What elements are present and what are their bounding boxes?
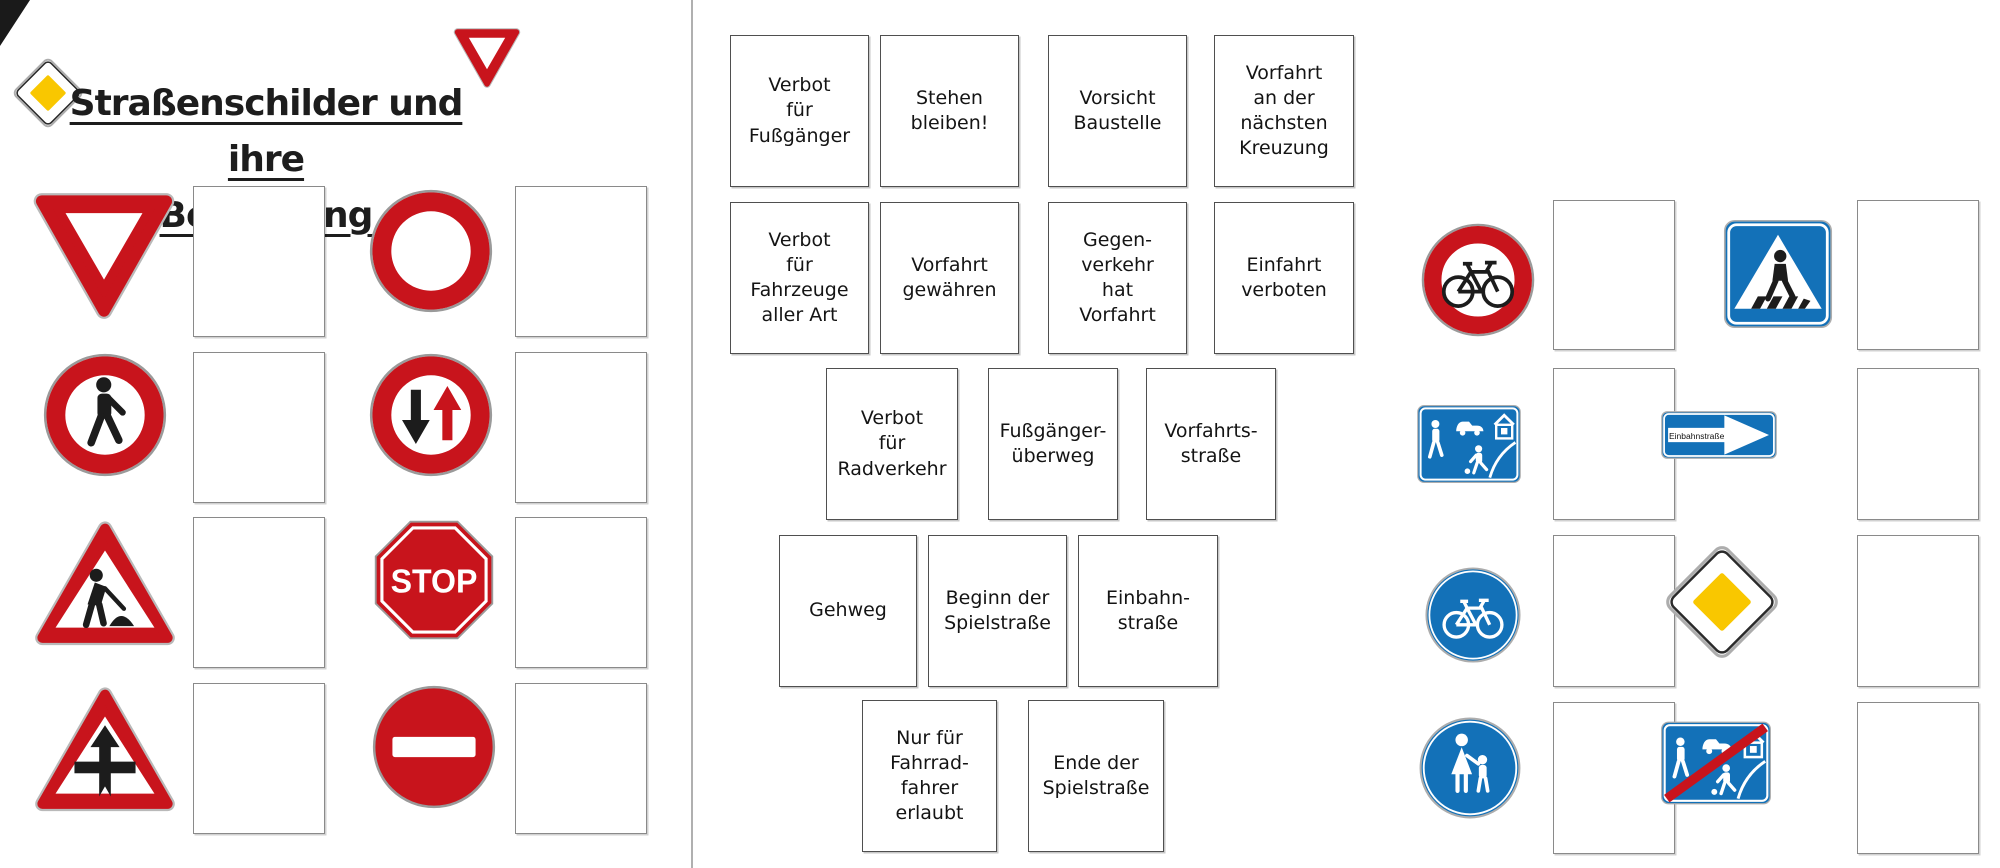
card-text: Stehen bleiben! [910,86,989,134]
no-pedestrians-sign-icon [42,352,168,478]
card-verbot-fussgaenger[interactable]: Verbot für Fußgänger [730,35,869,187]
card-vorfahrtsstrasse[interactable]: Vorfahrts- straße [1146,368,1276,520]
end-of-play-street-sign-icon [1660,720,1772,806]
card-fussgaengerueberweg[interactable]: Fußgänger- überweg [988,368,1118,520]
card-text: Verbot für Fußgänger [748,74,851,147]
answer-box[interactable] [193,352,325,503]
stop-sign-icon: STOP [372,518,496,642]
answer-box[interactable] [1553,702,1675,854]
yield-deco-icon [452,26,522,90]
card-gegenverkehr[interactable]: Gegen- verkehr hat Vorfahrt [1048,202,1187,354]
card-text: Nur für Fahrrad- fahrer erlaubt [890,726,969,825]
card-vorsicht-baustelle[interactable]: Vorsicht Baustelle [1048,35,1187,187]
card-text: Gegen- verkehr hat Vorfahrt [1079,228,1156,327]
card-vorfahrt-naechste-kreuzung[interactable]: Vorfahrt an der nächsten Kreuzung [1214,35,1354,187]
answer-box[interactable] [515,186,647,337]
answer-box[interactable] [1857,535,1979,687]
no-bicycles-sign-icon [1420,222,1536,338]
priority-road-deco-icon [10,55,86,131]
answer-box[interactable] [1553,200,1675,350]
answer-box[interactable] [193,517,325,668]
play-street-sign-icon [1416,404,1522,484]
one-way-street-sign-icon: Einbahnstraße [1660,410,1778,460]
answer-box[interactable] [193,186,325,337]
pedestrian-crossing-sign-icon [1722,218,1834,330]
card-text: Einbahn- straße [1106,586,1190,634]
answer-box[interactable] [515,683,647,834]
priority-road-sign-icon [1660,540,1784,664]
answer-box[interactable] [1857,200,1979,350]
card-ende-spielstrasse[interactable]: Ende der Spielstraße [1028,700,1164,852]
yield-sign-icon [30,188,178,324]
card-text: Vorfahrt gewähren [902,253,997,301]
card-verbot-radverkehr[interactable]: Verbot für Radverkehr [826,368,958,520]
answer-box[interactable] [515,517,647,668]
card-text: Einfahrt verboten [1241,253,1327,301]
answer-box[interactable] [1857,368,1979,520]
stop-sign-text: STOP [391,563,478,600]
no-vehicles-sign-icon [368,188,494,314]
answer-box[interactable] [1857,702,1979,854]
card-text: Fußgänger- überweg [999,419,1107,467]
card-verbot-fahrzeuge[interactable]: Verbot für Fahrzeuge aller Art [730,202,869,354]
card-text: Ende der Spielstraße [1042,751,1150,799]
card-text: Beginn der Spielstraße [944,586,1051,634]
oncoming-traffic-priority-sign-icon [368,352,494,478]
card-vorfahrt-gewaehren[interactable]: Vorfahrt gewähren [880,202,1019,354]
section-divider [691,0,693,868]
priority-next-intersection-sign-icon [32,686,178,814]
card-einbahnstrasse[interactable]: Einbahn- straße [1078,535,1218,687]
footpath-sign-icon [1418,716,1522,820]
answer-box[interactable] [515,352,647,503]
card-einfahrt-verboten[interactable]: Einfahrt verboten [1214,202,1354,354]
card-text: Vorsicht Baustelle [1073,86,1162,134]
card-gehweg[interactable]: Gehweg [779,535,917,687]
card-text: Vorfahrt an der nächsten Kreuzung [1239,61,1329,160]
card-text: Vorfahrts- straße [1164,419,1258,467]
answer-box[interactable] [193,683,325,834]
page-corner-fold [0,0,30,46]
card-stehen-bleiben[interactable]: Stehen bleiben! [880,35,1019,187]
roadworks-sign-icon [32,520,178,648]
card-text: Verbot für Radverkehr [837,407,947,480]
no-entry-sign-icon [371,684,497,810]
card-beginn-spielstrasse[interactable]: Beginn der Spielstraße [928,535,1067,687]
answer-box[interactable] [1553,535,1675,687]
card-text: Gehweg [809,599,887,622]
answer-box[interactable] [1553,368,1675,520]
card-text: Verbot für Fahrzeuge aller Art [750,228,849,327]
bicycle-path-sign-icon [1424,566,1522,664]
page-title-line1: Straßenschilder und ihre [69,83,464,180]
one-way-sign-text: Einbahnstraße [1669,431,1725,441]
card-nur-fahrradfahrer[interactable]: Nur für Fahrrad- fahrer erlaubt [862,700,997,852]
